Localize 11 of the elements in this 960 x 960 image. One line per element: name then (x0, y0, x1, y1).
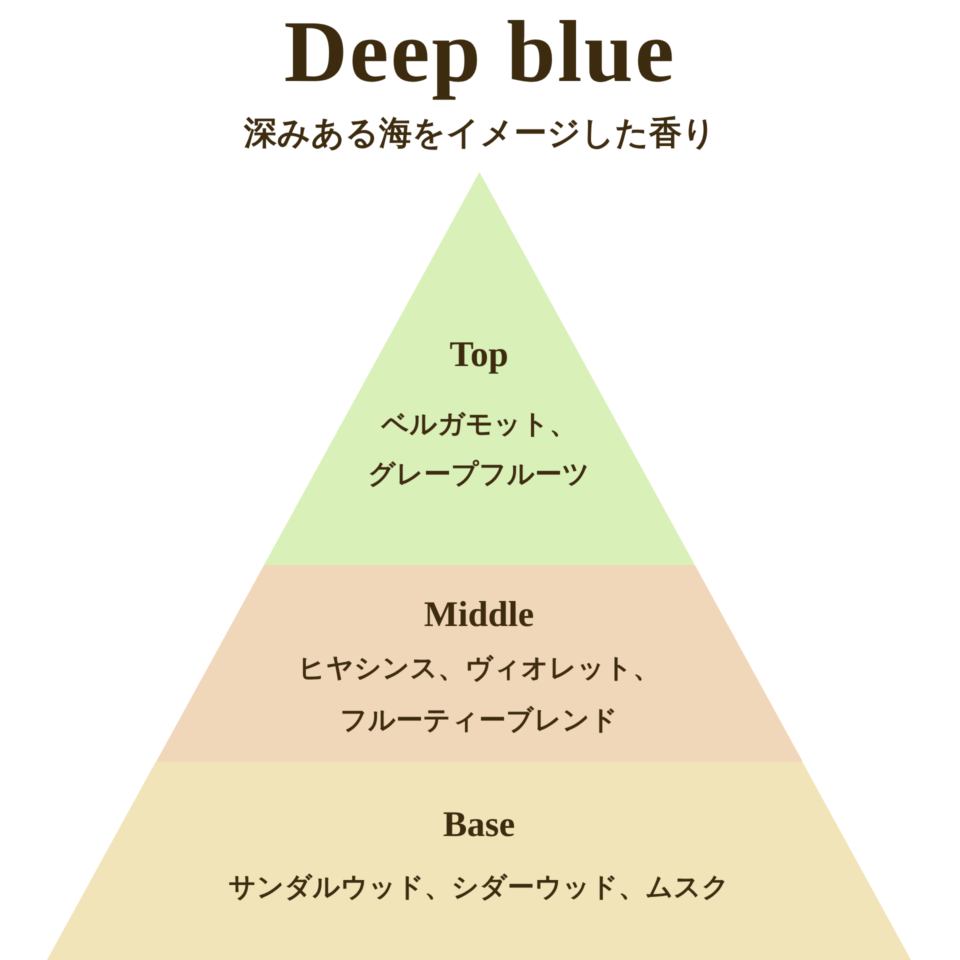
pyramid-tier (47, 762, 911, 960)
tier-heading: Base (442, 803, 516, 846)
tier-heading: Middle (422, 593, 535, 636)
title: Deep blue (283, 3, 677, 103)
ingredient-list: ヒヤシンス、ヴィオレット、フルーティーブレンド (278, 643, 679, 747)
pyramid-tier (156, 565, 802, 762)
subtitle: 深みある海をイメージした香り (242, 113, 717, 153)
ingredient-list: ベルガモット、グレープフルーツ (344, 400, 614, 500)
tier-heading: Top (448, 333, 510, 376)
ingredient-list: サンダルウッド、シダーウッド、ムスク (169, 866, 789, 910)
pyramid-tier (264, 172, 694, 565)
